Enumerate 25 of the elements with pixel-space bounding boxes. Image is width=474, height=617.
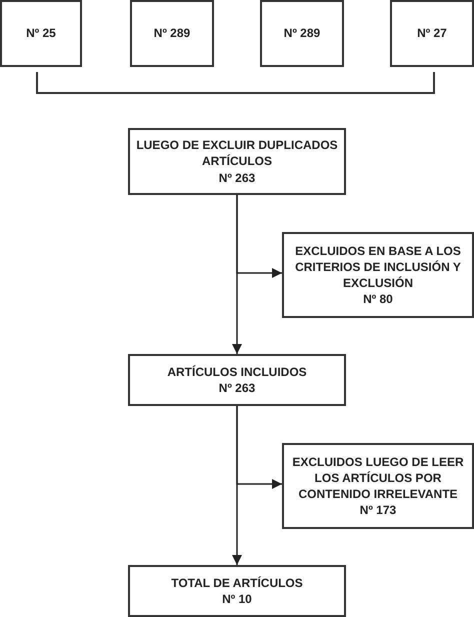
process-box (128, 565, 346, 617)
box-text: ARTÍCULOS INCLUIDOS (167, 364, 307, 380)
box-text: Nº 80 (363, 291, 393, 308)
process-box (282, 443, 474, 529)
box-text: Nº 173 (360, 502, 396, 518)
process-box (390, 0, 474, 67)
process-box (282, 232, 474, 318)
process-box (128, 354, 346, 406)
process-box (130, 0, 214, 67)
box-text: EXCLUIDOS LUEGO DE LEER LOS ARTÍCULOS POR CONTENIDO IRRELEVANTE (291, 454, 465, 502)
box-text: Nº 289 (284, 25, 320, 42)
box-text: TOTAL DE ARTÍCULOS (171, 574, 303, 591)
box-text: Nº 289 (154, 25, 190, 42)
arrow (232, 406, 242, 565)
box-text: Nº 263 (218, 380, 256, 396)
process-box (260, 0, 344, 67)
box-text: LUEGO DE EXCLUIR DUPLICADOS ARTÍCULOS (135, 137, 339, 170)
box-text: EXCLUIDOS EN BASE A LOS CRITERIOS DE INCLUSIÓN Y EXCLUSIÓN (294, 242, 462, 292)
arrow (232, 195, 242, 354)
box-text: Nº 263 (218, 170, 256, 186)
box-text: Nº 25 (26, 25, 56, 42)
process-box (0, 0, 82, 67)
box-text: Nº 10 (222, 591, 252, 608)
box-text: Nº 27 (417, 25, 447, 42)
process-box (128, 128, 346, 195)
